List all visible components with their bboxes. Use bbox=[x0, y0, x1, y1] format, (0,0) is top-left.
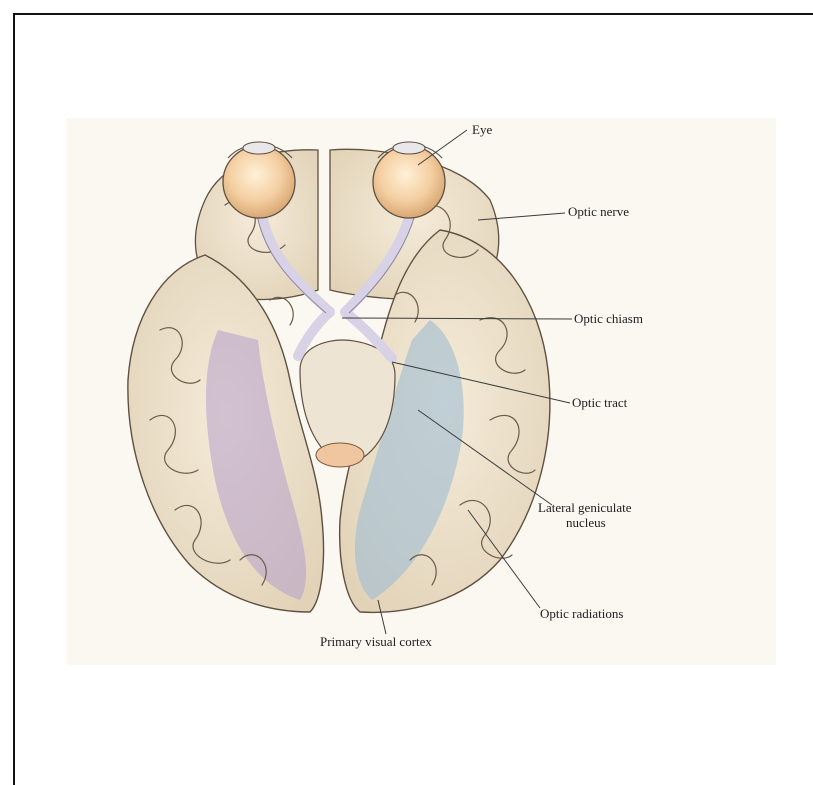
label-nucleus: nucleus bbox=[566, 515, 606, 530]
label-lateral-geniculate: Lateral geniculate bbox=[538, 500, 632, 515]
label-optic-radiations: Optic radiations bbox=[540, 606, 623, 621]
optic-chiasm-leader bbox=[342, 318, 572, 319]
pituitary-region bbox=[316, 443, 364, 467]
label-optic-tract: Optic tract bbox=[572, 395, 628, 410]
label-eye: Eye bbox=[472, 122, 492, 137]
label-optic-nerve: Optic nerve bbox=[568, 204, 629, 219]
label-optic-chiasm: Optic chiasm bbox=[574, 311, 643, 326]
label-primary-visual-cortex: Primary visual cortex bbox=[320, 634, 432, 649]
